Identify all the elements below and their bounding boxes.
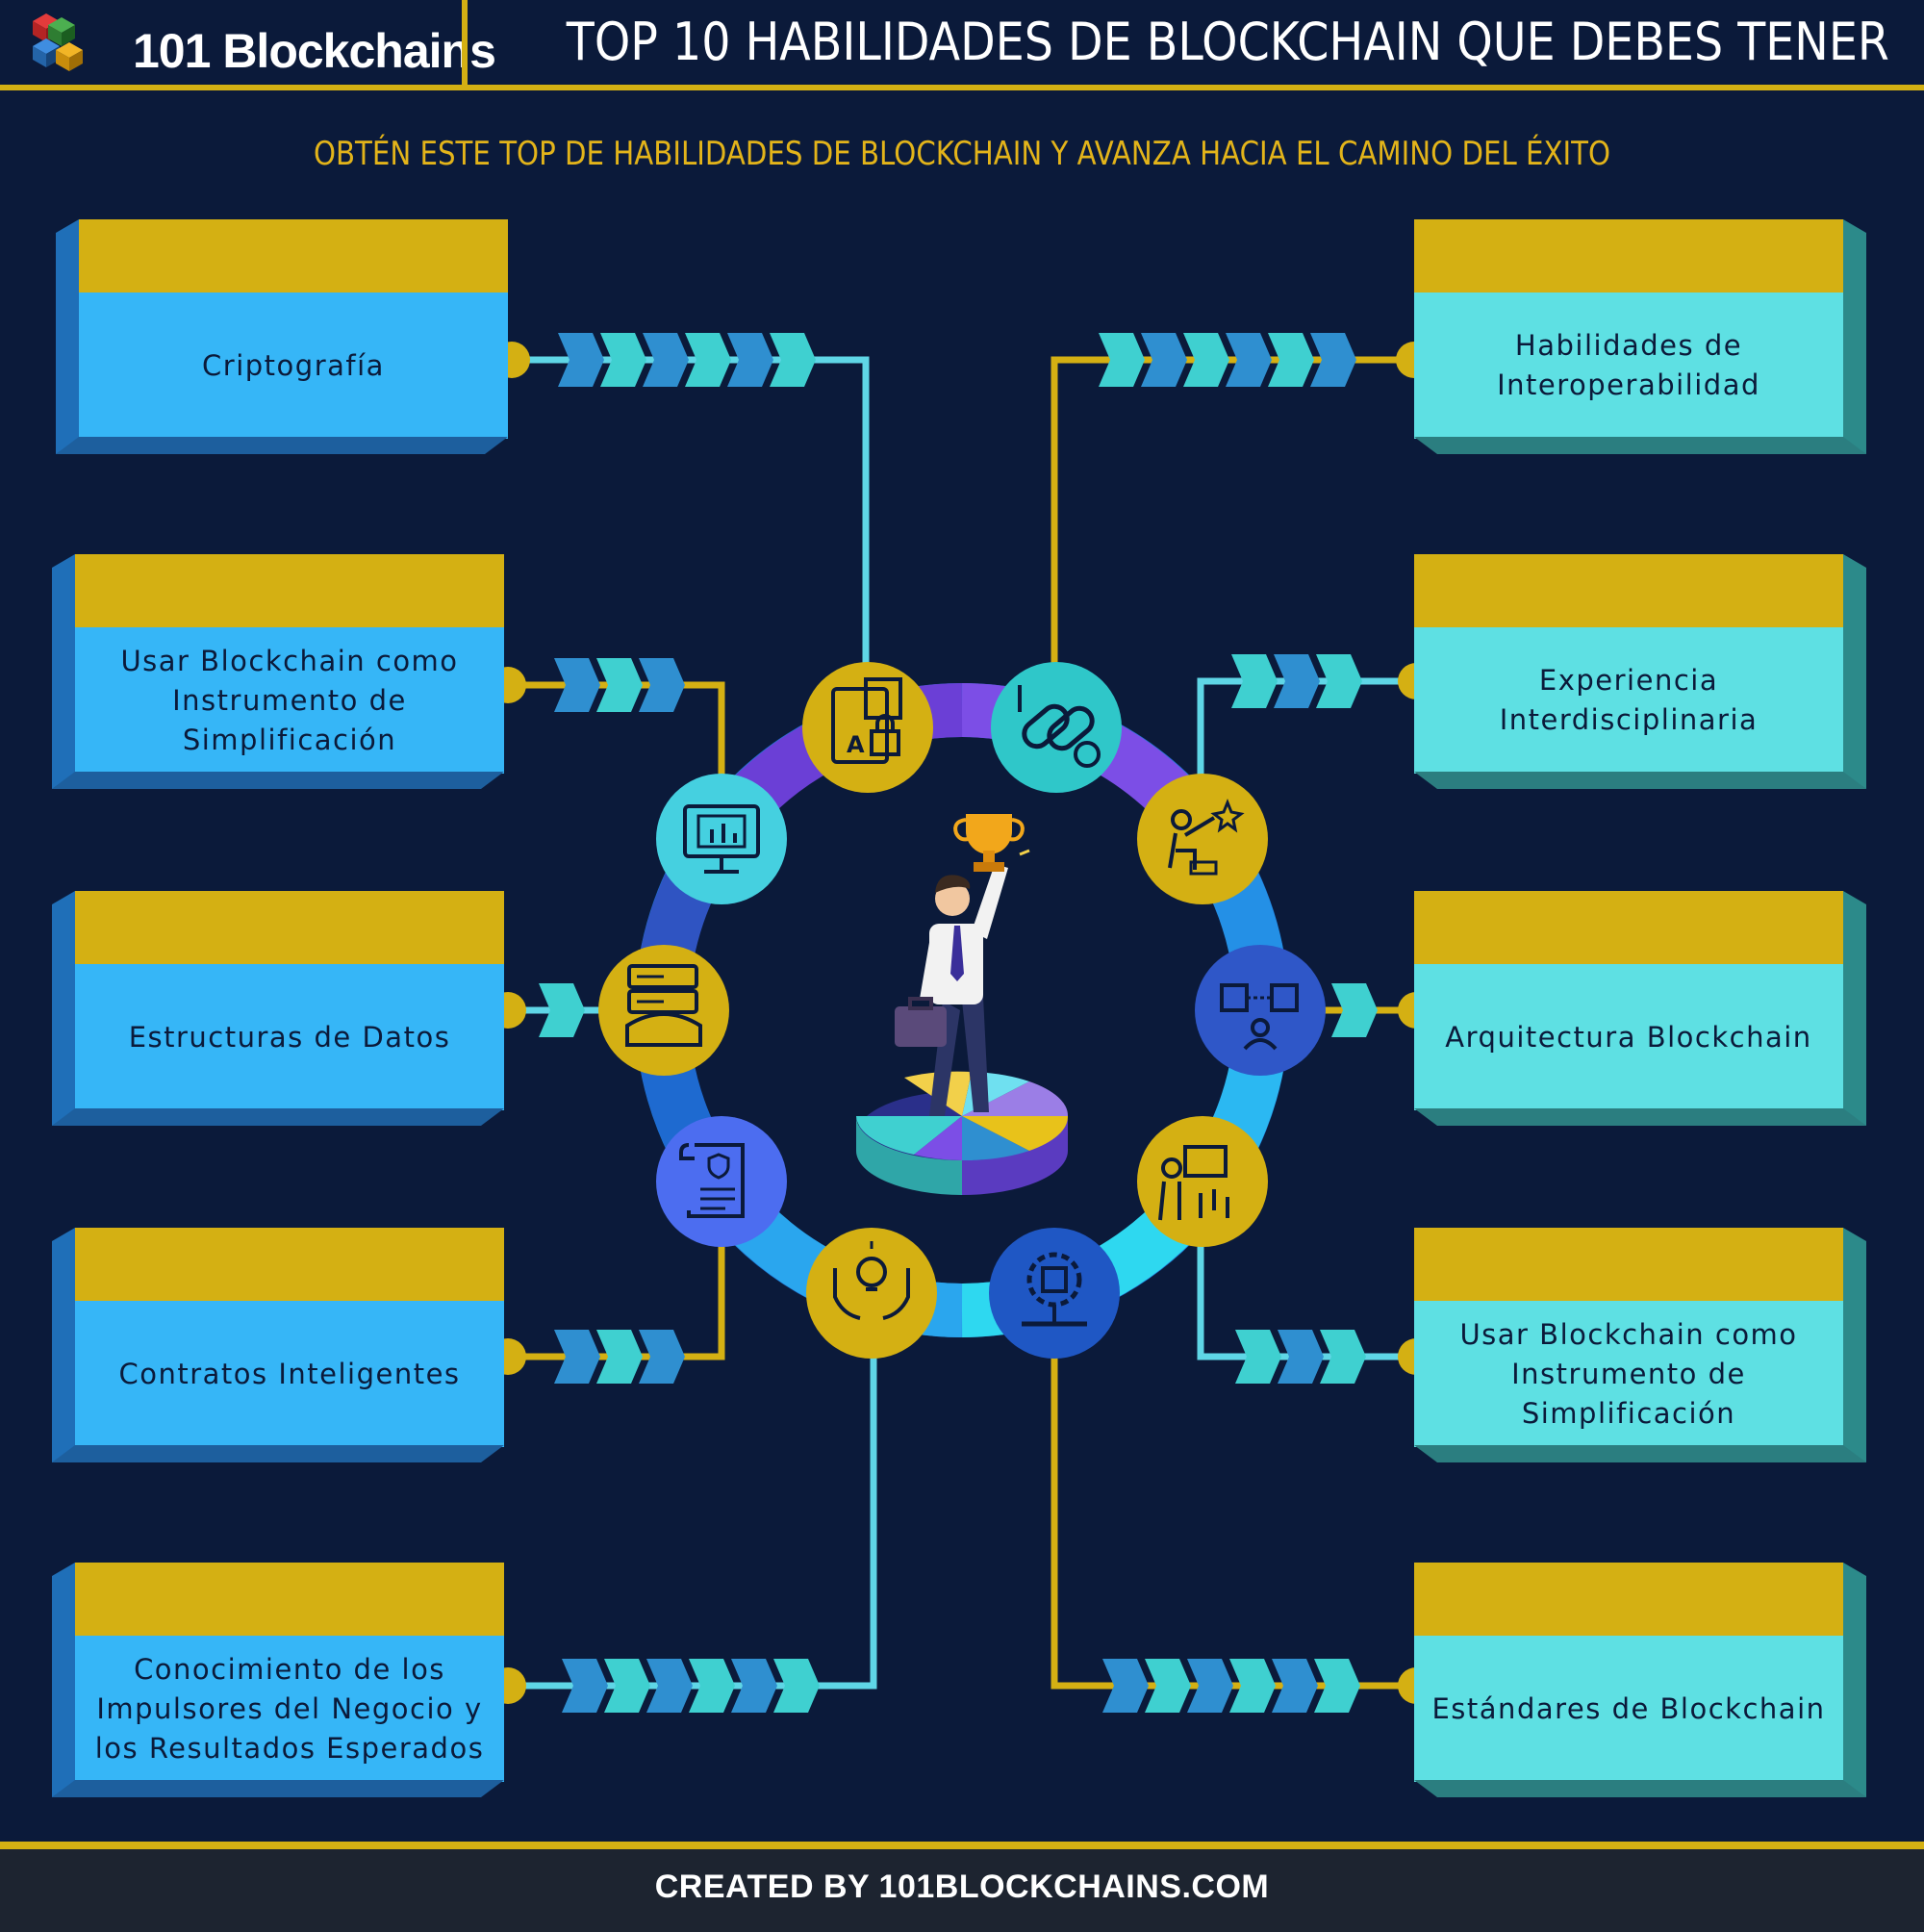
page-title: TOP 10 HABILIDADES DE BLOCKCHAIN QUE DEB… bbox=[566, 12, 1889, 72]
reaching-star-icon bbox=[1137, 774, 1268, 904]
skill-label: Usar Blockchain como Instrumento de Simp… bbox=[120, 644, 459, 756]
skill-box-cap bbox=[1414, 1563, 1843, 1636]
monitor-chart-icon bbox=[656, 774, 787, 904]
skill-label: Estructuras de Datos bbox=[128, 1020, 451, 1054]
skill-box-cap bbox=[1414, 1228, 1843, 1301]
skill-box-arquitectura: Arquitectura Blockchain bbox=[1414, 891, 1866, 1126]
idea-hands-icon bbox=[806, 1228, 937, 1359]
footer-credit: CREATED BY 101BLOCKCHAINS.COM bbox=[654, 1868, 1270, 1905]
skill-label: Contratos Inteligentes bbox=[118, 1357, 461, 1390]
skill-label: Estándares de Blockchain bbox=[1431, 1691, 1826, 1725]
skill-box-interdisciplinaria: Experiencia Interdisciplinaria bbox=[1414, 554, 1866, 789]
page-subtitle: OBTÉN ESTE TOP DE HABILIDADES DE BLOCKCH… bbox=[313, 135, 1611, 173]
skill-label: Criptografía bbox=[202, 348, 385, 382]
skill-box-cap bbox=[79, 219, 508, 292]
skill-box-cap bbox=[75, 1228, 504, 1301]
skill-box-cap bbox=[75, 554, 504, 627]
skill-box-cap bbox=[1414, 891, 1843, 964]
skill-box-estructuras-datos: Estructuras de Datos bbox=[52, 891, 504, 1126]
skill-label: Usar Blockchain como Instrumento de Simp… bbox=[1459, 1317, 1798, 1430]
skill-box-simplificacion-right: Usar Blockchain como Instrumento de Simp… bbox=[1414, 1228, 1866, 1462]
skill-label: Experiencia Interdisciplinaria bbox=[1499, 664, 1759, 736]
skill-box-simplificacion-left: Usar Blockchain como Instrumento de Simp… bbox=[52, 554, 504, 789]
document-lock-icon: A bbox=[802, 662, 933, 793]
skill-label: Arquitectura Blockchain bbox=[1445, 1020, 1812, 1054]
skill-box-cap bbox=[75, 891, 504, 964]
skill-box-cap bbox=[75, 1563, 504, 1636]
chevron-chain-right-2 bbox=[1231, 654, 1362, 708]
skill-box-criptografia: Criptografía bbox=[56, 219, 508, 454]
brand-logo: 101 Blockchains bbox=[27, 10, 496, 78]
server-database-icon bbox=[598, 945, 729, 1076]
chevron-chain-left-4 bbox=[554, 1330, 685, 1384]
skill-box-cap bbox=[1414, 554, 1843, 627]
skill-box-impulsores-negocio: Conocimiento de los Impulsores del Negoc… bbox=[52, 1563, 504, 1797]
skill-box-interoperabilidad: Habilidades de Interoperabilidad bbox=[1414, 219, 1866, 454]
skill-box-contratos-inteligentes: Contratos Inteligentes bbox=[52, 1228, 504, 1462]
header-bar: 101 Blockchains TOP 10 HABILIDADES DE BL… bbox=[0, 0, 1924, 90]
svg-text:A: A bbox=[847, 731, 865, 758]
skill-box-cap bbox=[1414, 219, 1843, 292]
gear-chip-icon bbox=[989, 1228, 1120, 1359]
chevron-chain-right-4 bbox=[1235, 1330, 1366, 1384]
chevron-chain-left-2 bbox=[554, 658, 685, 712]
analyst-chart-icon bbox=[1137, 1116, 1268, 1247]
logo-text: 101 Blockchains bbox=[133, 24, 496, 78]
skill-box-estandares: Estándares de Blockchain bbox=[1414, 1563, 1866, 1797]
smart-contract-icon bbox=[656, 1116, 787, 1247]
header-divider bbox=[462, 0, 468, 85]
blockchain-network-icon bbox=[1195, 945, 1326, 1076]
skill-label: Conocimiento de los Impulsores del Negoc… bbox=[94, 1652, 485, 1765]
footer-bar: CREATED BY 101BLOCKCHAINS.COM bbox=[0, 1842, 1924, 1932]
cube-logo-icon bbox=[33, 13, 83, 71]
chain-link-icon bbox=[991, 662, 1122, 793]
trophy-businessman-icon bbox=[856, 814, 1069, 1195]
skill-label: Habilidades de Interoperabilidad bbox=[1497, 329, 1760, 401]
